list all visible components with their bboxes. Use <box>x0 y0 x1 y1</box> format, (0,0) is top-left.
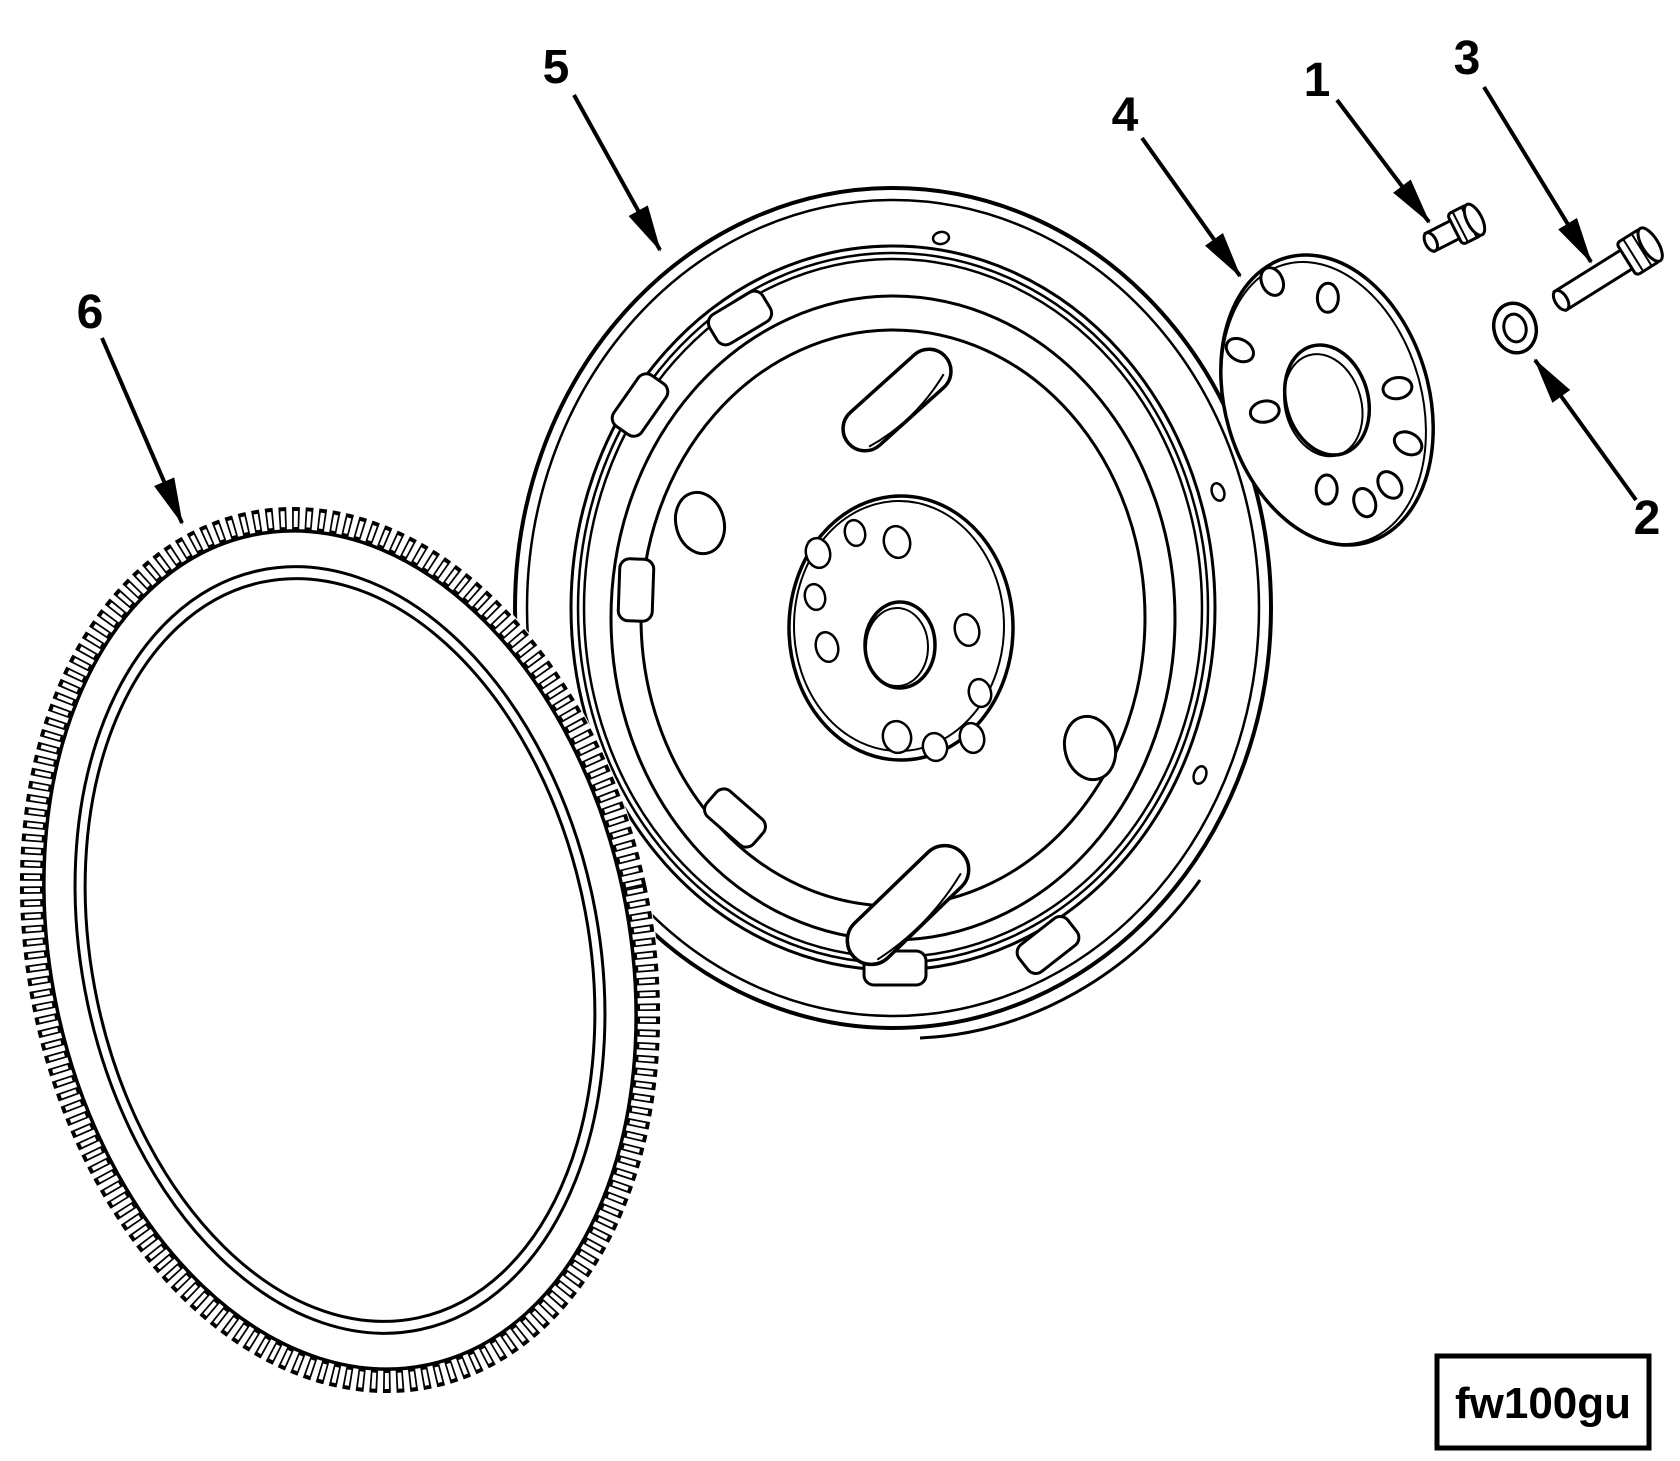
hub-center-hole-edge <box>865 607 929 687</box>
callout-3: 3 <box>1454 32 1593 264</box>
capscrew-long-head-face <box>1636 226 1664 263</box>
adapter-plate-center-hole-edge <box>1283 353 1364 458</box>
ring-gear-root <box>42 529 638 1371</box>
band-tab-3 <box>616 557 656 623</box>
capscrew-short-tip <box>1422 231 1439 253</box>
rim-hole-top <box>931 230 951 246</box>
washer-hole <box>1502 312 1528 344</box>
callout-1-label: 1 <box>1304 54 1331 107</box>
callout-5-arrow <box>572 94 662 252</box>
figure-code-border <box>1434 1353 1652 1451</box>
callout-6-label: 6 <box>77 286 104 339</box>
callout-2-arrow <box>1533 358 1638 502</box>
capscrew-long-head-facets <box>1622 234 1653 272</box>
band-tab-4 <box>703 787 767 849</box>
callout-1-arrow <box>1335 98 1431 224</box>
web-hole-right <box>1062 714 1118 782</box>
adapter-plate-edge <box>1220 260 1427 546</box>
figure-code-box: fw100gu <box>1434 1353 1652 1451</box>
ring-gear-teeth <box>19 506 661 1394</box>
web-hole-left <box>673 490 727 556</box>
band-tab-6 <box>1015 915 1081 975</box>
rim-hole-bottom-right <box>1192 765 1208 785</box>
callout-5-label: 5 <box>543 41 570 94</box>
capscrew-long-tip <box>1551 288 1571 312</box>
flywheel-slot-bottom <box>845 843 971 967</box>
callout-4: 4 <box>1112 89 1242 278</box>
ring-gear <box>18 505 662 1395</box>
ring-gear-face-inner <box>73 565 607 1335</box>
adapter-plate <box>1219 253 1435 547</box>
ring-gear-bore <box>83 577 597 1323</box>
washer <box>1491 301 1539 355</box>
callout-3-arrow <box>1482 85 1593 264</box>
capscrew-short-head-face <box>1462 202 1487 237</box>
callout-2-label: 2 <box>1634 492 1661 545</box>
band-tab-2 <box>610 372 670 438</box>
capscrew-long <box>1551 226 1664 313</box>
rim-hole-right <box>1210 482 1226 502</box>
band-tab-1 <box>706 289 774 347</box>
flywheel <box>513 186 1273 1040</box>
callout-5: 5 <box>543 41 662 252</box>
flywheel-rim-face-line <box>525 198 1261 1018</box>
flywheel-hub <box>787 494 1015 763</box>
callouts: 1 2 3 4 5 6 <box>77 32 1661 545</box>
callout-6: 6 <box>77 286 184 525</box>
flywheel-rear-edge <box>919 879 1202 1040</box>
callout-6-arrow <box>100 337 184 525</box>
flywheel-slot-top <box>841 347 953 453</box>
callout-4-arrow <box>1140 136 1242 278</box>
band-tabs <box>610 289 1081 987</box>
adapter-plate-bolt-holes <box>1224 266 1424 519</box>
callout-2: 2 <box>1533 358 1661 545</box>
callout-1: 1 <box>1304 54 1431 224</box>
ring-gear-body <box>18 505 662 1395</box>
hub-bolt-holes <box>803 518 993 763</box>
figure-code-text: fw100gu <box>1455 1379 1631 1428</box>
capscrew-short <box>1422 202 1487 254</box>
callout-3-label: 3 <box>1454 32 1481 85</box>
callout-4-label: 4 <box>1112 89 1139 142</box>
hub-center-hole <box>863 600 937 690</box>
